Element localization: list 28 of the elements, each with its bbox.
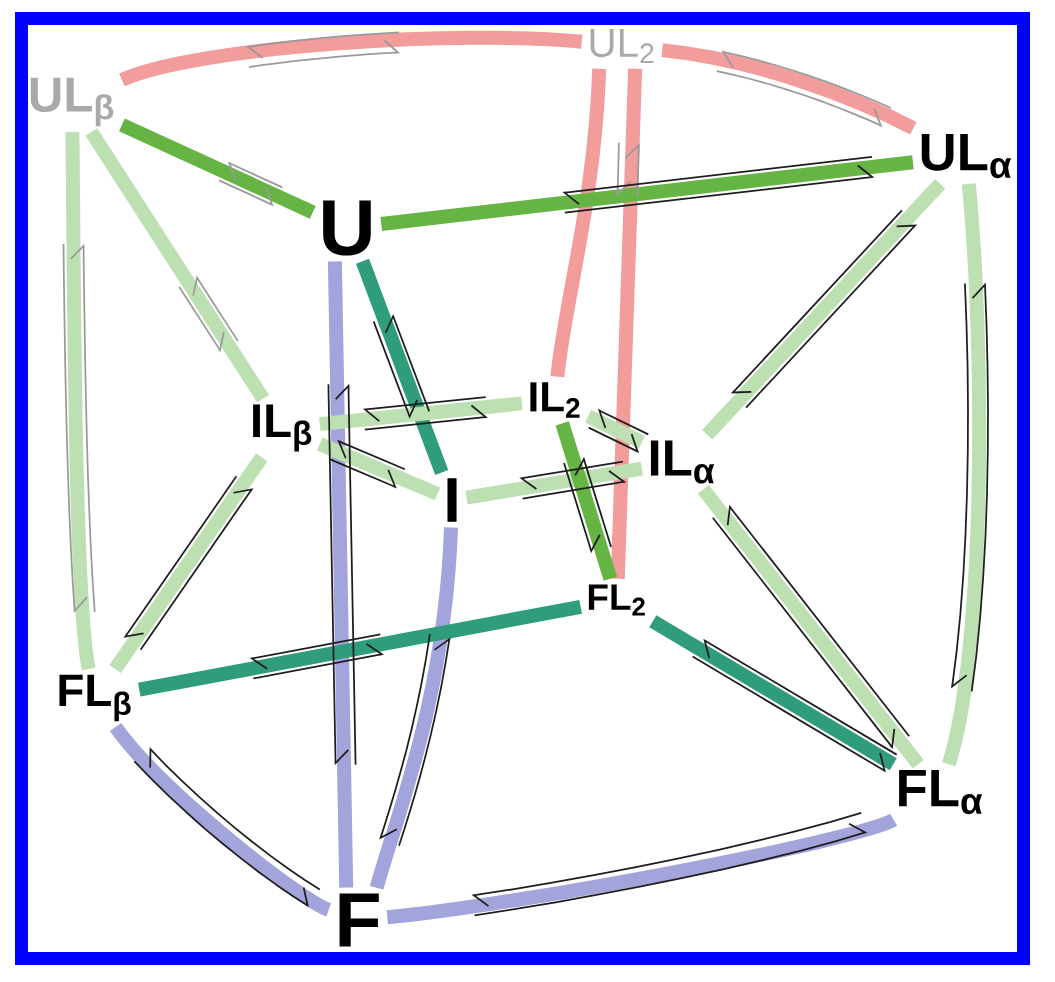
- transition-tube: [702, 179, 946, 440]
- transition-tube: [355, 258, 449, 475]
- transition-tube: [319, 396, 523, 432]
- transition-tube: [85, 128, 270, 403]
- transition-tube: [697, 484, 924, 769]
- transition-tube: [317, 437, 441, 501]
- state-label: IL$_{β}$: [253, 404, 312, 452]
- state-label: FL$_{2}$: [588, 584, 645, 616]
- state-label: UL$_{β}$: [30, 77, 114, 127]
- transition-tube: [110, 722, 332, 917]
- state-label: I: [447, 478, 457, 522]
- transition-tube: [610, 68, 643, 579]
- state-label: UL$_{α}$: [921, 133, 1012, 179]
- state-label: FL$_{α}$: [899, 769, 983, 815]
- state-label: IL$_{α}$: [650, 440, 715, 484]
- transition-tube: [119, 30, 583, 87]
- transition-tube: [386, 813, 897, 925]
- transition-tube: [65, 131, 96, 670]
- transition-tube: [550, 68, 607, 378]
- state-label: U: [323, 200, 371, 256]
- transition-tube: [942, 183, 987, 766]
- state-label: IL$_{2}$: [530, 382, 580, 418]
- transition-tube: [380, 155, 914, 231]
- state-label: F: [339, 893, 379, 947]
- transition-tube: [465, 461, 643, 505]
- state-label: FL$_{β}$: [59, 674, 131, 722]
- state-label: UL$_{2}$: [590, 29, 654, 64]
- transition-tube: [109, 453, 268, 673]
